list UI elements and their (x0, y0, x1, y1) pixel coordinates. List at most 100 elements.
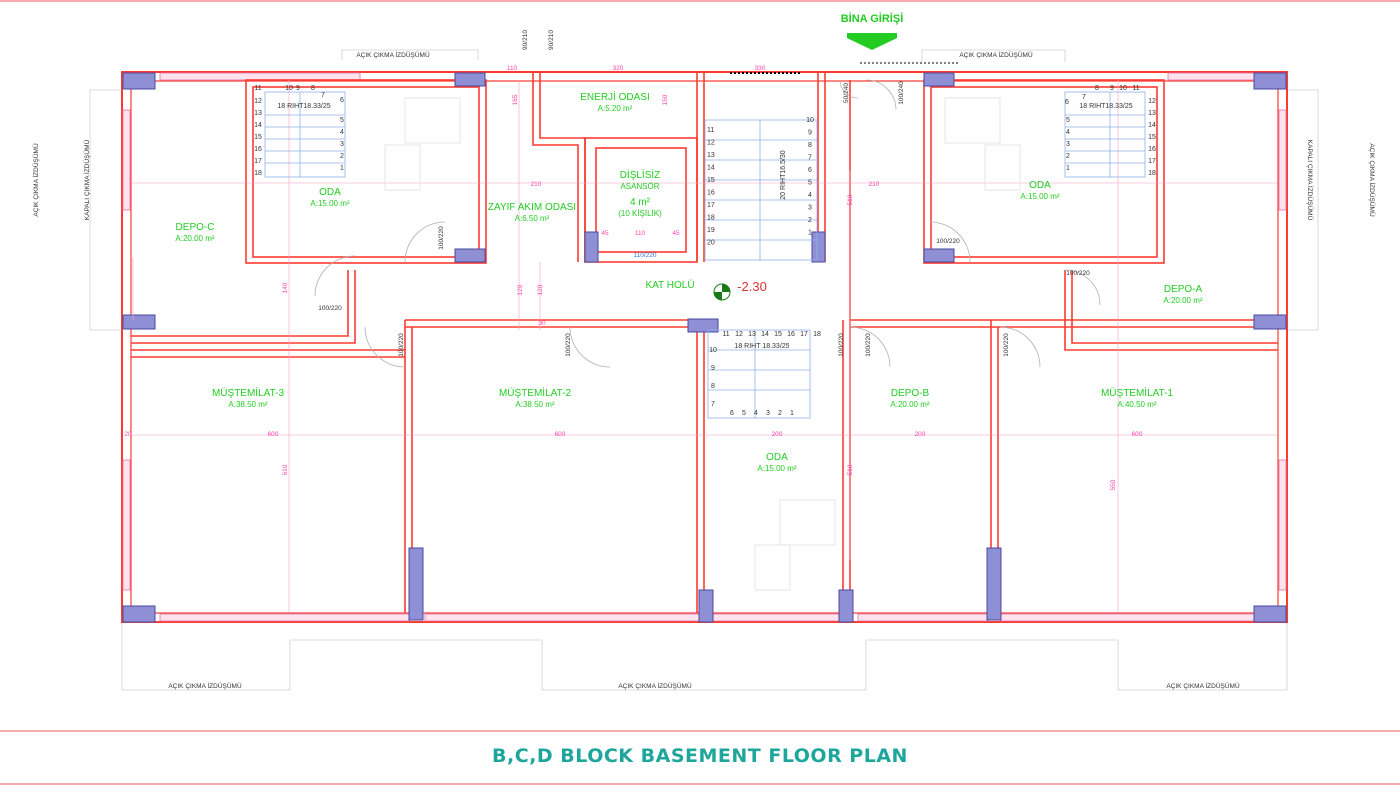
door-label: 100/220 (865, 333, 872, 357)
door-label: 100/220 (565, 333, 572, 357)
dimension-label: 600 (1132, 431, 1143, 438)
room-area: A:38.50 m² (228, 400, 267, 409)
step-number: 8 (311, 85, 315, 92)
step-number: 10 (806, 117, 814, 124)
door-label: 100/220 (438, 226, 445, 250)
step-number: 8 (711, 383, 715, 390)
door-label: 100/220 (1066, 270, 1090, 277)
step-number: 3 (340, 141, 344, 148)
step-number: 3 (766, 410, 770, 417)
window-strips (122, 72, 1287, 622)
dimension-label: 150 (662, 94, 669, 105)
room-name: ODA (319, 187, 341, 198)
interior-walls (131, 72, 1278, 613)
step-number: 5 (1066, 117, 1070, 124)
step-number: 10 (709, 347, 717, 354)
room-name: DEPO-A (1164, 284, 1203, 295)
step-number: 14 (1148, 122, 1156, 129)
room-area: A:20.00 m² (1163, 296, 1202, 305)
room-name: ODA (1029, 180, 1051, 191)
furniture-hints (384, 97, 1021, 591)
room-name: ODA (766, 452, 788, 463)
step-number: 14 (761, 331, 769, 338)
step-number: 2 (808, 217, 812, 224)
room-area: A:40.50 m² (1117, 400, 1156, 409)
step-number: 17 (707, 202, 715, 209)
step-number: 16 (1148, 146, 1156, 153)
dimension-lines (131, 80, 1278, 613)
room-area: A:20.00 m² (175, 234, 214, 243)
projection-label: AÇIK ÇIKMA İZDÜŞÜMÜ (1166, 681, 1240, 690)
dimension-label: 45 (601, 230, 609, 237)
step-number: 1 (340, 165, 344, 172)
step-number: 9 (296, 85, 300, 92)
step-number: 12 (254, 98, 262, 105)
step-number: 18 (1148, 170, 1156, 177)
dimension-label: 200 (772, 431, 783, 438)
step-number: 3 (1066, 141, 1070, 148)
step-number: 5 (742, 410, 746, 417)
step-number: 13 (748, 331, 756, 338)
stair-label: 18 RIHT 18.33/25 (734, 343, 789, 350)
dimension-label: 20 (124, 431, 132, 438)
door-label: 110/220 (633, 252, 656, 259)
level-marker-icon (713, 283, 731, 301)
step-number: 20 (707, 240, 715, 247)
step-number: 8 (808, 142, 812, 149)
dimension-label: 165 (512, 94, 519, 105)
step-number: 15 (707, 177, 715, 184)
room-area: A:15.00 m² (310, 199, 349, 208)
step-number: 6 (1065, 99, 1069, 106)
dimension-label: 110 (635, 230, 646, 237)
stair-main (704, 119, 818, 261)
step-number: 1 (1066, 165, 1070, 172)
step-number: 13 (254, 110, 262, 117)
room-area: A:5.20 m² (598, 104, 633, 113)
step-number: 6 (808, 167, 812, 174)
door-label: 100/220 (318, 305, 342, 312)
entrance-arrow-icon (847, 33, 897, 50)
step-number: 7 (1082, 94, 1086, 101)
dimension-label: 320 (613, 65, 624, 72)
door-label: 90/210 (548, 30, 555, 50)
door-swings (314, 79, 1101, 368)
dimension-label: 600 (555, 431, 566, 438)
room-name: MÜŞTEMİLAT-1 (1101, 386, 1173, 399)
step-number: 4 (754, 410, 758, 417)
step-number: 5 (808, 180, 812, 187)
step-number: 9 (808, 130, 812, 137)
dimension-label: 200 (915, 431, 926, 438)
dimension-label: 330 (755, 65, 766, 72)
step-number: 4 (340, 129, 344, 136)
dimension-label: 550 (1110, 479, 1117, 490)
step-number: 8 (1095, 85, 1099, 92)
step-number: 9 (1110, 85, 1114, 92)
step-number: 2 (1066, 153, 1070, 160)
level-label: -2.30 (737, 279, 767, 294)
room-name: MÜŞTEMİLAT-3 (212, 386, 284, 399)
dimension-label: 120 (517, 284, 524, 295)
step-number: 14 (254, 122, 262, 129)
step-number: 5 (340, 117, 344, 124)
projection-label: AÇIK ÇIKMA İZDÜŞÜMÜ (618, 681, 692, 690)
step-number: 7 (321, 92, 325, 99)
dimension-label: 610 (282, 464, 289, 475)
stair-label: 18 RIHT18.33/25 (1079, 103, 1132, 110)
step-number: 12 (735, 331, 743, 338)
door-label: 100/220 (1003, 333, 1010, 357)
room-area: A:15.00 m² (757, 464, 796, 473)
projection-label: AÇIK ÇIKMA İZDÜŞÜMÜ (31, 143, 40, 217)
room-name: ZAYIF AKIM ODASI (488, 202, 576, 213)
stair-label: 18 RIHT18.33/25 (277, 103, 330, 110)
dimension-label: 45 (672, 230, 680, 237)
room-area: A:20.00 m² (890, 400, 929, 409)
step-number: 7 (711, 401, 715, 408)
door-label: 90/210 (522, 30, 529, 50)
step-number: 17 (254, 158, 262, 165)
dimension-label: 510 (847, 194, 854, 205)
projection-label: AÇIK ÇIKMA İZDÜŞÜMÜ (959, 50, 1033, 59)
room-area: A:6.50 m² (515, 214, 550, 223)
stair-left (264, 91, 346, 178)
projection-outlines (89, 49, 1319, 691)
room-area: ASANSÖR (620, 182, 659, 191)
